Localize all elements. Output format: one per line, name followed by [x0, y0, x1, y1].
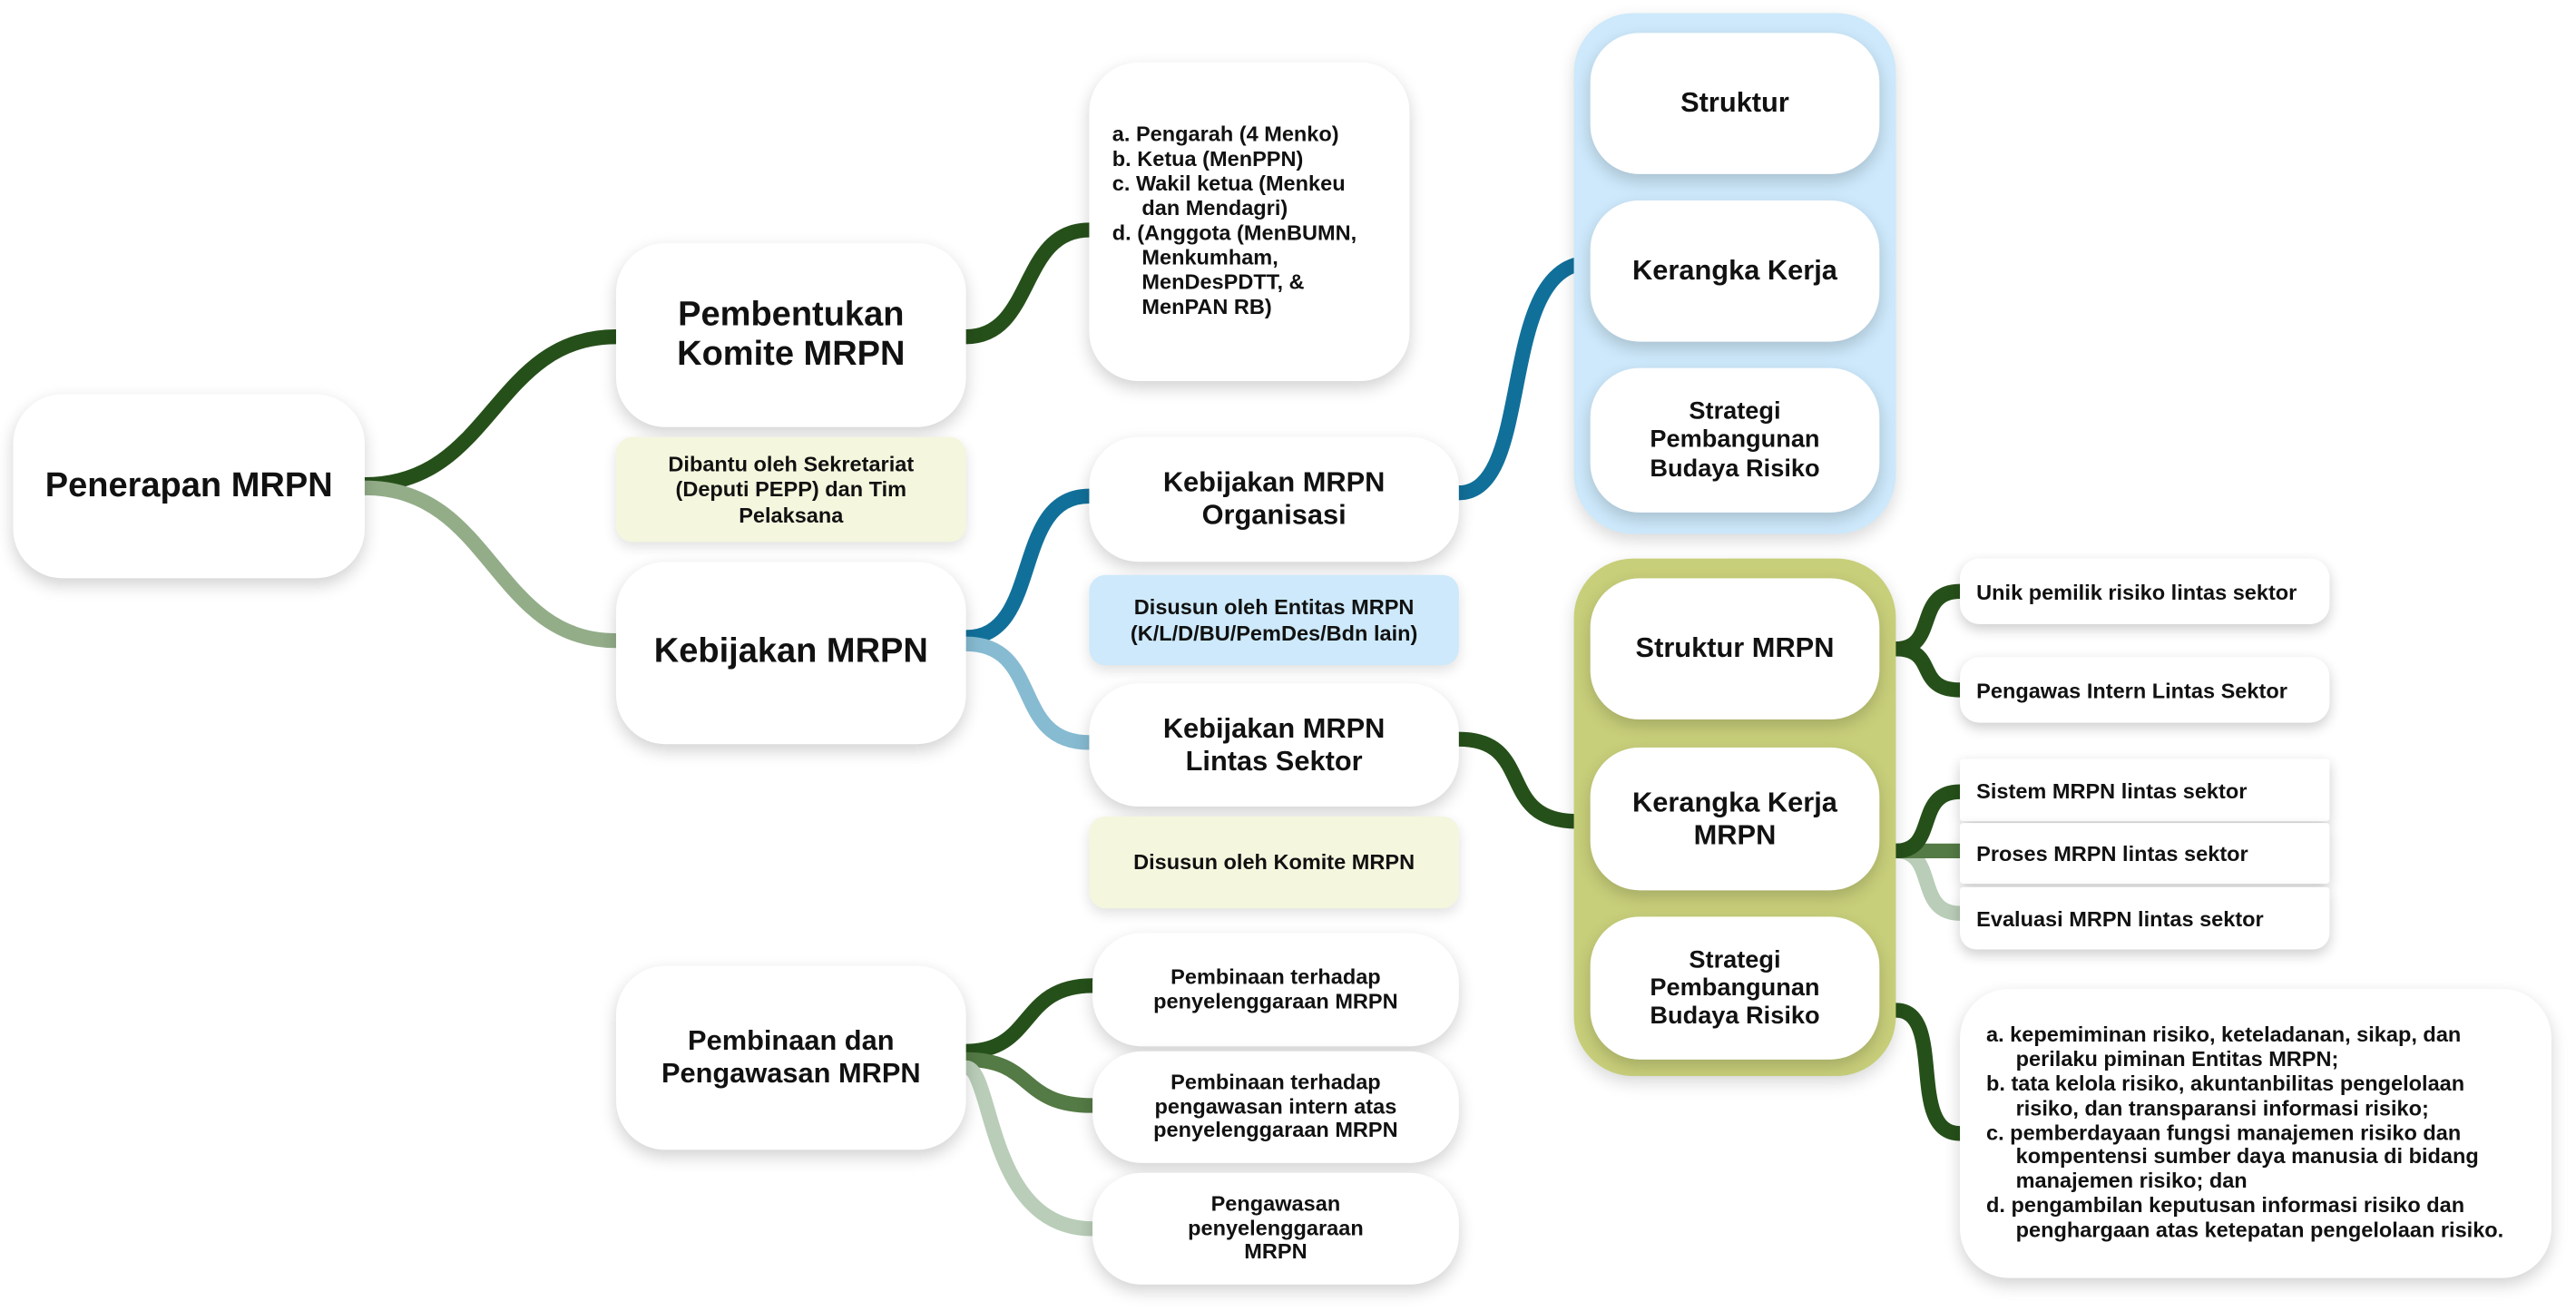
connector-struktur-pengawas — [1888, 641, 1968, 698]
connector-kebijakan-lintas — [958, 636, 1097, 750]
pembinaan-node: Pembinaan dan Pengawasan MRPN — [615, 965, 966, 1150]
kebijakan-lintas-node: Kebijakan MRPN Lintas Sektor — [1089, 683, 1459, 807]
connector-pembentukan-members — [958, 222, 1097, 345]
lintas-item-strategi: Strategi Pembangunan Budaya Risiko — [1590, 916, 1880, 1060]
member-item: b. Ketua (MenPPN) — [1112, 146, 1304, 171]
pembinaan-item: Pembinaan terhadap penyelenggaraan MRPN — [1092, 933, 1459, 1047]
struktur-child: Pengawas Intern Lintas Sektor — [1960, 657, 2330, 723]
connector-struktur-unik — [1888, 583, 1968, 657]
lintas-note: Disusun oleh Komite MRPN — [1089, 816, 1459, 909]
connector-root-pembentukan — [357, 329, 624, 493]
connector-root-kebijakan — [357, 480, 624, 649]
pembinaan-item: Pengawasan penyelenggaraan MRPN — [1092, 1172, 1459, 1285]
root-node: Penerapan MRPN — [13, 394, 365, 579]
organisasi-item-strategi: Strategi Pembangunan Budaya Risiko — [1590, 367, 1880, 513]
kerangka-child: Evaluasi MRPN lintas sektor — [1960, 886, 2330, 950]
connector-lintas-panel — [1451, 731, 1585, 829]
kebijakan-node: Kebijakan MRPN — [615, 562, 966, 745]
lintas-item-struktur: Struktur MRPN — [1590, 578, 1880, 720]
pembinaan-item: Pembinaan terhadap pengawasan intern ata… — [1092, 1051, 1459, 1163]
kerangka-child: Proses MRPN lintas sektor — [1960, 823, 2330, 885]
organisasi-item-kerangka: Kerangka Kerja — [1590, 200, 1880, 342]
connector-strategi-list — [1888, 1003, 1968, 1141]
member-item: a. Pengarah (4 Menko) — [1112, 122, 1339, 147]
strategi-list-item: c. pemberdayaan fungsi manajemen risiko … — [1986, 1119, 2479, 1194]
member-item: c. Wakil ketua (Menkeu dan Mendagri) — [1112, 171, 1346, 220]
kerangka-child: Sistem MRPN lintas sektor — [1960, 758, 2330, 822]
connector-kerangka-evaluasi — [1888, 843, 1968, 921]
strategi-list-item: d. pengambilan keputusan informasi risik… — [1986, 1193, 2504, 1243]
pembentukan-note: Dibantu oleh Sekretariat (Deputi PEPP) d… — [615, 436, 966, 543]
kebijakan-organisasi-node: Kebijakan MRPN Organisasi — [1089, 436, 1459, 563]
connector-kerangka-sistem — [1888, 784, 1968, 859]
member-item: d. (Anggota (MenBUMN, Menkumham, MenDesP… — [1112, 220, 1357, 318]
connector-pembinaan-3 — [958, 1060, 1101, 1237]
lintas-item-kerangka: Kerangka Kerja MRPN — [1590, 747, 1880, 891]
strategi-list-item: a. kepemiminan risiko, keteladanan, sika… — [1986, 1021, 2462, 1071]
connector-pembinaan-2 — [958, 1052, 1101, 1113]
strategi-list-item: b. tata kelola risiko, akuntanbilitas pe… — [1986, 1070, 2465, 1120]
connector-pembinaan-1 — [958, 978, 1101, 1059]
organisasi-item-struktur: Struktur — [1590, 33, 1880, 174]
komite-members-node: a. Pengarah (4 Menko) b. Ketua (MenPPN) … — [1089, 62, 1410, 382]
organisasi-note: Disusun oleh Entitas MRPN (K/L/D/BU/PemD… — [1089, 574, 1459, 666]
struktur-child: Unik pemilik risiko lintas sektor — [1960, 558, 2330, 625]
strategi-list-node: a. kepemiminan risiko, keteladanan, sika… — [1960, 988, 2552, 1278]
connector-kebijakan-organisasi — [958, 488, 1097, 645]
connector-organisasi-panel — [1451, 255, 1598, 501]
pembentukan-komite-node: Pembentukan Komite MRPN — [615, 242, 966, 427]
